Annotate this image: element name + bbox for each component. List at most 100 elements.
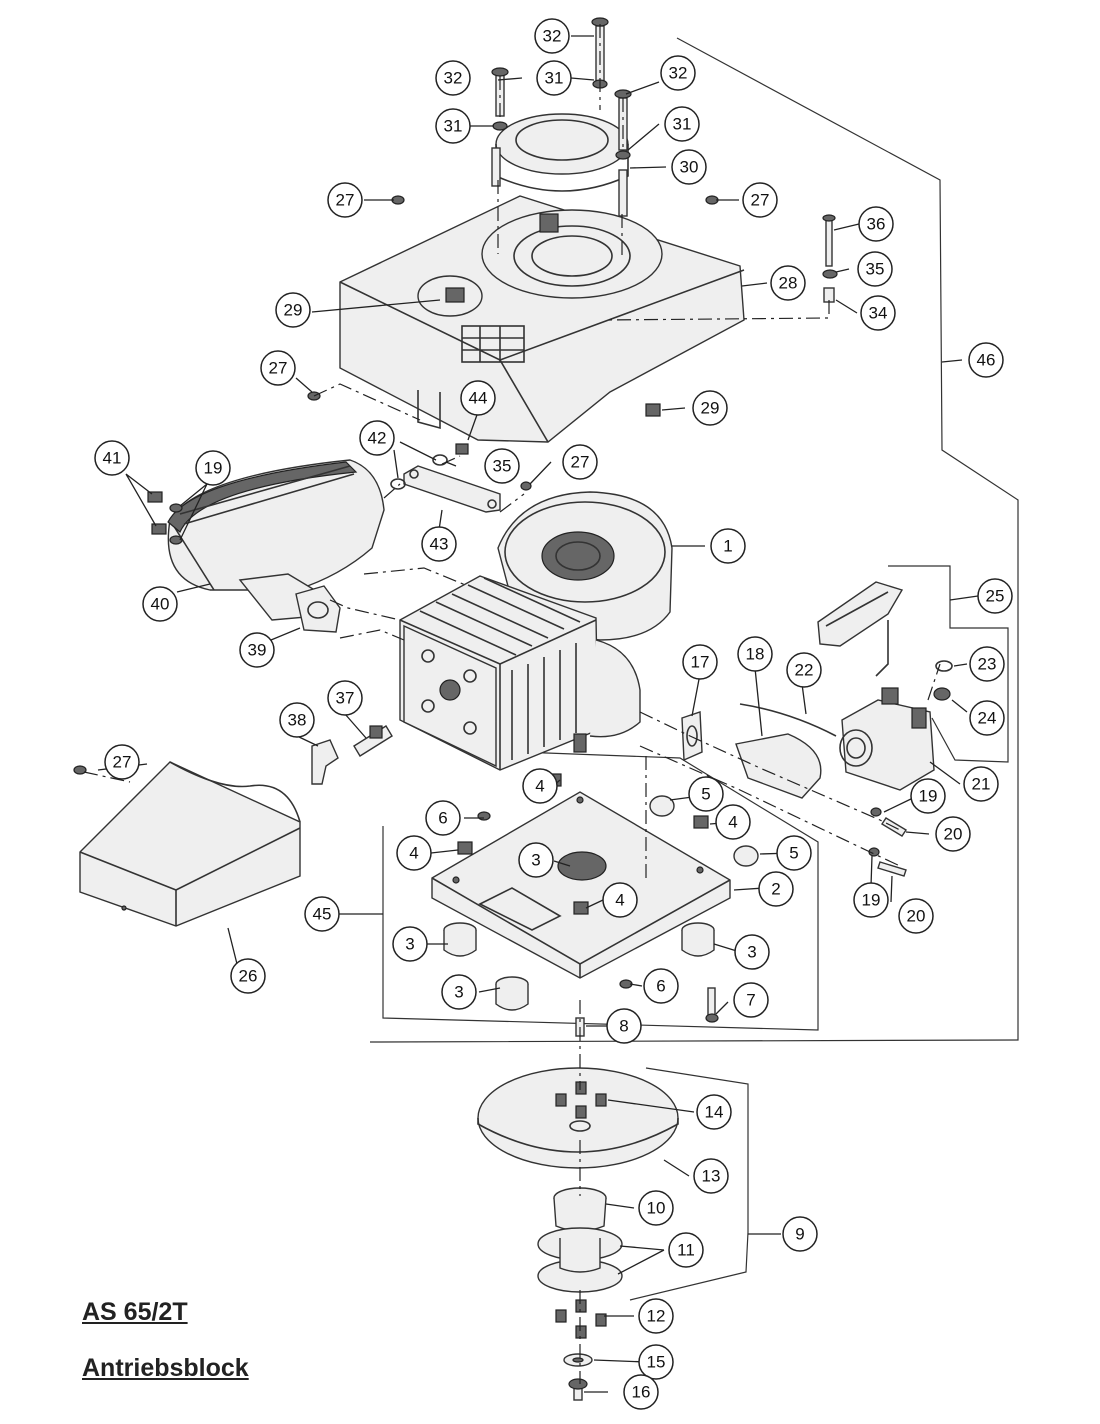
svg-text:4: 4 xyxy=(535,777,544,796)
centre-lines xyxy=(83,24,941,1384)
svg-text:29: 29 xyxy=(284,301,303,320)
callout-9: 9 xyxy=(782,1216,818,1252)
assembly-title: Antriebsblock xyxy=(82,1354,249,1382)
model-title: AS 65/2T xyxy=(82,1298,188,1326)
svg-text:19: 19 xyxy=(204,459,223,478)
callout-6: 6 xyxy=(643,968,679,1004)
washer-42 xyxy=(390,478,406,490)
svg-text:10: 10 xyxy=(647,1199,666,1218)
callouts: 1 2 3 3 3 3 4 4 4 4 5 5 6 6 7 8 9 10 11 … xyxy=(94,18,1013,1410)
callout-24: 24 xyxy=(969,700,1005,736)
discs-11 xyxy=(537,1227,623,1293)
intake-duct-18 xyxy=(735,733,822,799)
svg-text:16: 16 xyxy=(632,1383,651,1402)
callout-32: 32 xyxy=(660,55,696,91)
svg-text:13: 13 xyxy=(702,1167,721,1186)
air-filter-cover xyxy=(495,113,629,192)
bolts-12 xyxy=(555,1299,607,1339)
screws-6 xyxy=(477,811,633,989)
svg-text:3: 3 xyxy=(405,935,414,954)
svg-text:35: 35 xyxy=(866,260,885,279)
bracket-43 xyxy=(403,465,501,513)
throttle-cable-22 xyxy=(739,703,837,737)
spark-plug-37 xyxy=(353,725,393,757)
callout-31: 31 xyxy=(435,108,471,144)
muffler-nuts-41 xyxy=(147,491,167,535)
svg-text:7: 7 xyxy=(746,991,755,1010)
svg-text:31: 31 xyxy=(673,115,692,134)
callout-4: 4 xyxy=(522,768,558,804)
cylinder-block xyxy=(399,575,641,771)
callout-19: 19 xyxy=(910,778,946,814)
svg-text:27: 27 xyxy=(336,191,355,210)
callout-19: 19 xyxy=(853,882,889,918)
svg-text:28: 28 xyxy=(779,274,798,293)
svg-text:21: 21 xyxy=(972,775,991,794)
callout-21: 21 xyxy=(963,766,999,802)
callout-15: 15 xyxy=(638,1344,674,1380)
callout-4: 4 xyxy=(715,804,751,840)
callout-45: 45 xyxy=(304,896,340,932)
svg-text:35: 35 xyxy=(493,457,512,476)
rubber-mount-3-right xyxy=(681,922,715,957)
svg-text:15: 15 xyxy=(647,1353,666,1372)
callout-44: 44 xyxy=(460,380,496,416)
nut-24 xyxy=(933,687,951,701)
rubber-mount-3-left xyxy=(443,922,477,957)
bolt-16 xyxy=(568,1378,588,1401)
svg-text:18: 18 xyxy=(746,645,765,664)
callout-20: 20 xyxy=(935,816,971,852)
callout-26: 26 xyxy=(230,958,266,994)
svg-text:40: 40 xyxy=(151,595,170,614)
callout-16: 16 xyxy=(623,1374,659,1410)
nut-44 xyxy=(455,443,469,455)
callout-3: 3 xyxy=(734,934,770,970)
callout-27: 27 xyxy=(742,182,778,218)
assembly-frame-25 xyxy=(888,565,1009,763)
callout-40: 40 xyxy=(142,586,178,622)
callout-31: 31 xyxy=(536,60,572,96)
svg-text:4: 4 xyxy=(409,844,418,863)
assembly-frame-45 xyxy=(382,751,819,1031)
svg-text:8: 8 xyxy=(619,1017,628,1036)
muffler-heat-shield xyxy=(167,461,358,533)
callout-37: 37 xyxy=(327,680,363,716)
svg-text:37: 37 xyxy=(336,689,355,708)
svg-text:27: 27 xyxy=(571,453,590,472)
callout-27: 27 xyxy=(327,182,363,218)
washer-35-upper xyxy=(822,269,838,279)
callout-38: 38 xyxy=(279,702,315,738)
studs xyxy=(491,147,628,217)
svg-text:29: 29 xyxy=(701,399,720,418)
svg-text:31: 31 xyxy=(444,117,463,136)
assembly-frame-9 xyxy=(629,1067,749,1301)
svg-text:3: 3 xyxy=(531,851,540,870)
callout-20: 20 xyxy=(898,898,934,934)
callout-29: 29 xyxy=(275,292,311,328)
screw-7 xyxy=(705,987,719,1023)
callout-29: 29 xyxy=(692,390,728,426)
svg-text:4: 4 xyxy=(728,813,737,832)
svg-text:30: 30 xyxy=(680,158,699,177)
svg-text:6: 6 xyxy=(438,809,447,828)
svg-text:22: 22 xyxy=(795,661,814,680)
cylinder-head xyxy=(403,624,497,768)
callout-4: 4 xyxy=(396,835,432,871)
callout-35: 35 xyxy=(484,448,520,484)
carburetor-21 xyxy=(839,687,935,791)
svg-text:32: 32 xyxy=(543,27,562,46)
callout-12: 12 xyxy=(638,1298,674,1334)
shroud-grille xyxy=(461,325,525,363)
svg-text:31: 31 xyxy=(545,69,564,88)
muffler xyxy=(167,459,385,621)
svg-text:5: 5 xyxy=(701,785,710,804)
spark-plug-connector-38 xyxy=(311,739,339,785)
callout-42: 42 xyxy=(359,420,395,456)
svg-text:26: 26 xyxy=(239,967,258,986)
muffler-washers-19 xyxy=(169,503,183,545)
callout-23: 23 xyxy=(969,646,1005,682)
callout-27: 27 xyxy=(260,350,296,386)
callout-36: 36 xyxy=(858,206,894,242)
bolt-36 xyxy=(822,214,836,267)
